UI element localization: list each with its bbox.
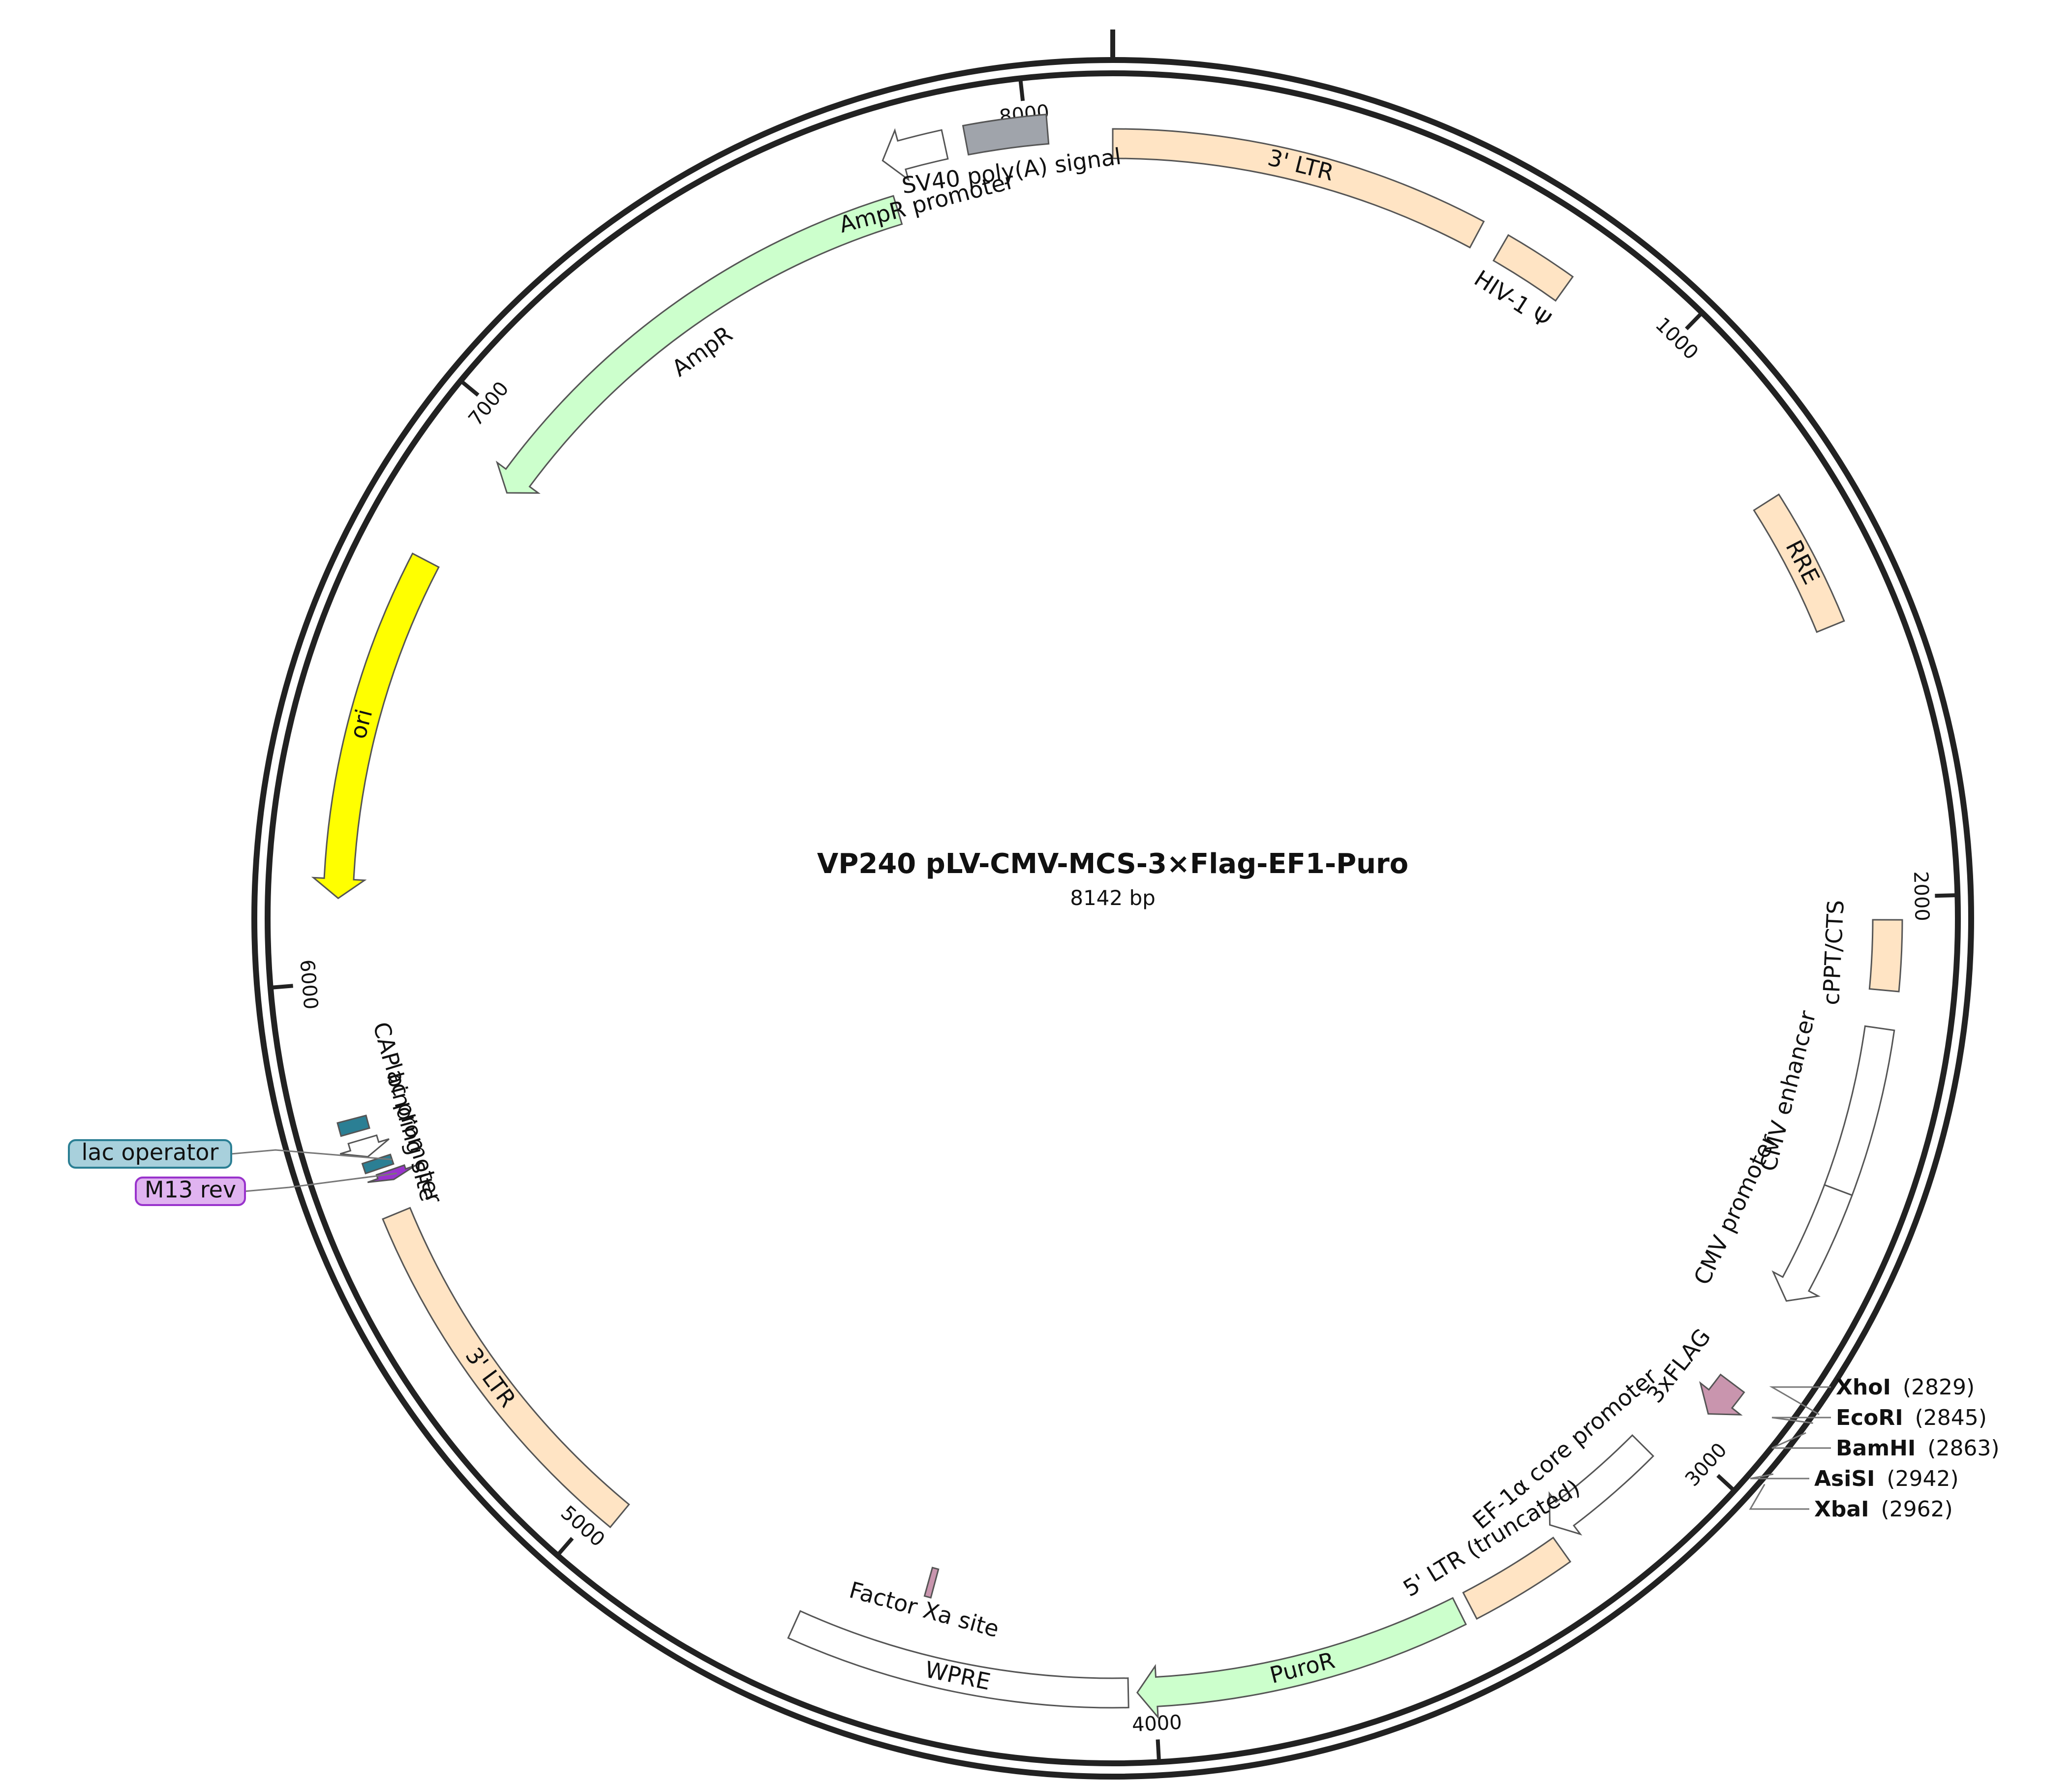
site-name-xhoi: XhoI: [1836, 1375, 1891, 1400]
site-leader-bamhi: [1771, 1432, 1831, 1449]
feature-puror-9[interactable]: [1136, 1597, 1467, 1720]
feature-label-cppt-cts-3: cPPT/CTS: [1818, 900, 1849, 1006]
site-position-bamhi: (2863): [1927, 1436, 1999, 1461]
feature-cmv-enhancer-4[interactable]: [1823, 1025, 1895, 1197]
feature-5-ltr-truncated-8[interactable]: [1462, 1537, 1572, 1620]
tick-4000: [1156, 1739, 1161, 1762]
feature-3-ltr-0[interactable]: [1112, 128, 1485, 249]
feature-ampr-promoter-19[interactable]: [882, 128, 949, 182]
site-label-ecori[interactable]: EcoRI (2845): [1836, 1405, 1987, 1430]
site-label-bamhi[interactable]: BamHI (2863): [1836, 1436, 2000, 1461]
feature-label-factor-xa-site-11: Factor Xa site: [847, 1576, 1002, 1642]
site-name-asisi: AsiSI: [1814, 1466, 1875, 1491]
site-label-xhoi[interactable]: XhoI (2829): [1836, 1375, 1975, 1400]
feature-3xflag-6[interactable]: [1699, 1373, 1745, 1416]
site-leader-xbai: [1749, 1483, 1809, 1510]
feature-label-cmv-promoter-5: CMV promoter: [1688, 1130, 1781, 1289]
site-position-ecori: (2845): [1915, 1405, 1987, 1430]
tick-label-6000: 6000: [295, 959, 322, 1010]
feature-ef-1-core-promoter-7[interactable]: [1549, 1434, 1654, 1536]
site-name-bamhi: BamHI: [1836, 1436, 1916, 1461]
callout-box-m13-rev[interactable]: [135, 1177, 246, 1206]
map-size: 8142 bp: [1070, 886, 1156, 910]
feature-cap-binding-site-16[interactable]: [336, 1114, 370, 1137]
site-leader-asisi: [1750, 1473, 1809, 1480]
backbone-inner-ring: [265, 70, 1961, 1766]
tick-label-2000: 2000: [1909, 871, 1933, 921]
site-leader-xhoi: [1769, 1386, 1831, 1416]
feature-wpre-10[interactable]: [787, 1610, 1129, 1709]
feature-cppt-cts-3[interactable]: [1868, 919, 1903, 993]
feature-rre-2[interactable]: [1753, 493, 1845, 633]
tick-7000: [459, 379, 480, 397]
backbone-outer-ring: [251, 57, 1974, 1780]
tick-6000: [270, 984, 293, 990]
callout-leader-m13-rev: [244, 1173, 397, 1192]
tick-8000: [1018, 78, 1025, 101]
tick-3000: [1716, 1474, 1736, 1492]
tick-2000: [1935, 893, 1958, 898]
callout-box-lac-operator[interactable]: [68, 1139, 232, 1169]
tick-label-7000: 7000: [464, 377, 513, 430]
tick-5000: [556, 1537, 574, 1557]
feature-3-ltr-12[interactable]: [382, 1207, 630, 1529]
site-label-asisi[interactable]: AsiSI (2942): [1814, 1466, 1959, 1491]
feature-ampr-18[interactable]: [495, 195, 903, 494]
tick-1000: [1685, 311, 1704, 331]
map-title: VP240 pLV-CMV-MCS-3×Flag-EF1-Puro: [817, 848, 1408, 880]
feature-lac-promoter-15[interactable]: [339, 1134, 390, 1158]
restriction-sites: XhoI(2829)EcoRI(2845)BamHI(2863)AsiSI(29…: [1749, 1375, 2000, 1522]
site-leader-ecori: [1771, 1417, 1831, 1424]
feature-sv40-poly-a-signal-20[interactable]: [962, 113, 1050, 156]
site-name-xbai: XbaI: [1814, 1497, 1869, 1522]
site-position-xbai: (2962): [1881, 1497, 1952, 1522]
feature-factor-xa-site-11[interactable]: [923, 1567, 940, 1599]
site-label-xbai[interactable]: XbaI (2962): [1814, 1497, 1953, 1522]
site-position-xhoi: (2829): [1903, 1375, 1975, 1400]
callout-label-m13-rev: M13 rev: [145, 1177, 236, 1203]
callout-label-lac-operator: lac operator: [82, 1139, 219, 1166]
feature-ori-17[interactable]: [311, 552, 440, 900]
feature-hiv-1-1[interactable]: [1493, 234, 1574, 302]
feature-cmv-promoter-5[interactable]: [1771, 1184, 1853, 1302]
site-name-ecori: EcoRI: [1836, 1405, 1903, 1430]
site-position-asisi: (2942): [1887, 1466, 1958, 1491]
callout-leader-lac-operator: [231, 1149, 392, 1160]
